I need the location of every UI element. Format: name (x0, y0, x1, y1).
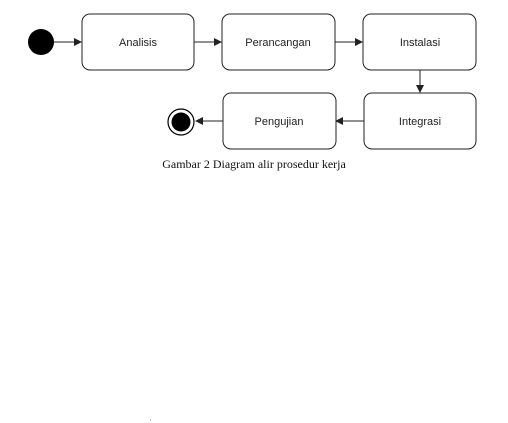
node-pengujian: Pengujian (222, 92, 337, 150)
node-label-integrasi: Integrasi (399, 116, 441, 128)
figure-caption: Gambar 2 Diagram alir prosedur kerja (162, 157, 346, 171)
node-perancangan: Perancangan (221, 13, 336, 71)
node-analisis: Analisis (81, 13, 195, 71)
node-instalasi: Instalasi (362, 13, 477, 71)
node-label-instalasi: Instalasi (400, 37, 440, 49)
start-node (28, 29, 54, 55)
page-mark (150, 419, 151, 421)
node-label-pengujian: Pengujian (255, 116, 304, 128)
node-integrasi: Integrasi (363, 92, 477, 150)
node-label-analisis: Analisis (119, 37, 157, 49)
end-node (167, 108, 195, 136)
node-label-perancangan: Perancangan (245, 37, 310, 49)
